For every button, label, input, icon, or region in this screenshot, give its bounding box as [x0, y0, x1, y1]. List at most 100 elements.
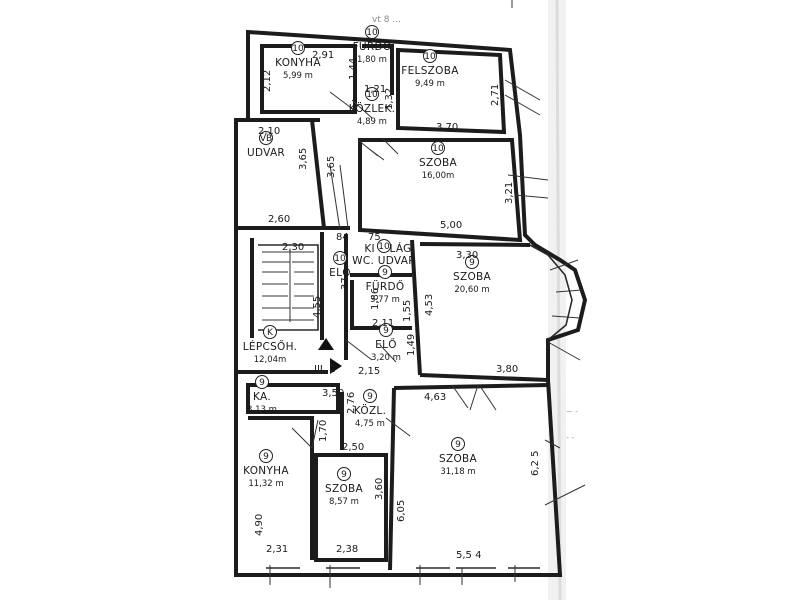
- room-number: 9: [259, 378, 265, 388]
- room-number-circle: [263, 325, 277, 339]
- dim-121: 1,21: [364, 84, 386, 95]
- dim-155: 1,55: [402, 300, 413, 322]
- wall-szoba9c-left: [388, 387, 396, 571]
- dim-271: 2,71: [490, 84, 501, 106]
- room-number-circle: [333, 251, 347, 265]
- room-area: 3,13 m: [247, 405, 277, 415]
- dim-380: 3,80: [496, 364, 518, 375]
- room-area: 12,04m: [254, 355, 287, 365]
- dim-144: 1,44: [348, 58, 359, 80]
- room-name: SZOBA: [439, 453, 478, 465]
- details: [258, 79, 586, 588]
- room-area: 1,80 m: [357, 55, 387, 65]
- room-area: 5,99 m: [283, 71, 313, 81]
- dim-212: 2,12: [262, 70, 273, 92]
- room-number: K: [267, 328, 274, 338]
- room-number-circle: [291, 41, 305, 55]
- outer-wall: [234, 29, 588, 577]
- wall-szoba9a-bottom: [419, 373, 549, 382]
- stair-frame: [258, 244, 319, 331]
- room-number-circle: [365, 87, 379, 101]
- dim-260: 2,60: [268, 214, 290, 225]
- room-area: 8,57 m: [329, 497, 359, 507]
- room-number-circle: [255, 375, 269, 389]
- wall-ka: [246, 383, 340, 414]
- wall-szoba9c-top: [393, 383, 549, 390]
- room-area: 11,32 m: [248, 479, 283, 489]
- dim-490: 4,90: [254, 514, 265, 536]
- dim-149: 1,49: [406, 334, 417, 356]
- room-area: 4,89 m: [357, 117, 387, 127]
- dim-321: 3,21: [504, 182, 515, 204]
- wall-szoba9a-top: [419, 242, 531, 247]
- room-area: 9,49 m: [415, 79, 445, 89]
- dim-231: 2,31: [266, 544, 288, 555]
- room-area: 16,00m: [422, 171, 455, 181]
- room-number-circle: [378, 265, 392, 279]
- room-number: 9: [367, 392, 373, 402]
- dim-iii2: III. 2: [314, 364, 336, 375]
- room-number-circle: [363, 389, 377, 403]
- stair-arrow-up: [318, 338, 334, 350]
- stair-steps-left: [262, 251, 292, 321]
- room-number: 9: [455, 440, 461, 450]
- door-swings-top: [329, 91, 399, 161]
- door-swings-kozl: [291, 417, 411, 449]
- dim-230: 2,30: [282, 242, 304, 253]
- room-name: ELŐ: [375, 337, 397, 351]
- room-number: 10: [432, 144, 444, 154]
- room-number-circle: [431, 141, 445, 155]
- wall-konyha-9: [248, 416, 314, 560]
- wall-felszoba: [396, 47, 507, 135]
- dim-455: 4,55: [312, 296, 323, 318]
- room-number: 10: [366, 28, 378, 38]
- door-swings-szoba9c: [451, 384, 497, 411]
- margin-scribble-1: ~ -: [566, 407, 578, 416]
- dim-84: 84: [336, 232, 349, 243]
- dim-186: 1,86: [370, 288, 381, 310]
- room-name: WC. UDVAR: [352, 255, 416, 267]
- room-number: 9: [382, 268, 388, 278]
- room-name: UDVAR: [247, 147, 285, 159]
- scan-edge-line: [555, 0, 562, 601]
- stair-steps-right: [290, 251, 314, 321]
- room-number-circle: [337, 467, 351, 481]
- dim-365a: 3,65: [298, 148, 309, 170]
- room-number-circle: [465, 255, 479, 269]
- top-note: vt 8 ...: [372, 15, 401, 25]
- room-name: FELSZOBA: [401, 65, 459, 77]
- margin-scribble-2: - -: [566, 433, 574, 442]
- wall-central-right: [410, 239, 422, 376]
- room-number: 9: [469, 258, 475, 268]
- room-ka: 9KA.3,13 m: [247, 375, 277, 415]
- dim-500: 5,00: [440, 220, 462, 231]
- door-swings-elo: [345, 339, 397, 363]
- dim-365b: 3,65: [326, 156, 337, 178]
- window-hatching-bottom: [269, 565, 516, 588]
- room-area: 3,20 m: [371, 353, 401, 363]
- room-name: KONYHA: [243, 465, 289, 477]
- dim-210: 2,10: [258, 126, 280, 137]
- room-area: 3,77 m: [370, 295, 400, 305]
- dim-276: 2,76: [346, 392, 357, 414]
- room-name: KÖZL.: [354, 404, 386, 417]
- room-number-circle: [365, 25, 379, 39]
- walls: [234, 29, 588, 577]
- wall-szoba-9b: [314, 453, 388, 562]
- room-name: SZOBA: [325, 483, 364, 495]
- dim-330: 3,30: [456, 250, 478, 261]
- room-name: KONYHA: [275, 57, 321, 69]
- courtyard-hatch: [329, 164, 349, 231]
- dim-463: 4,63: [424, 392, 446, 403]
- room-number-circle: [259, 449, 273, 463]
- dim-625: 6,2 5: [530, 451, 541, 476]
